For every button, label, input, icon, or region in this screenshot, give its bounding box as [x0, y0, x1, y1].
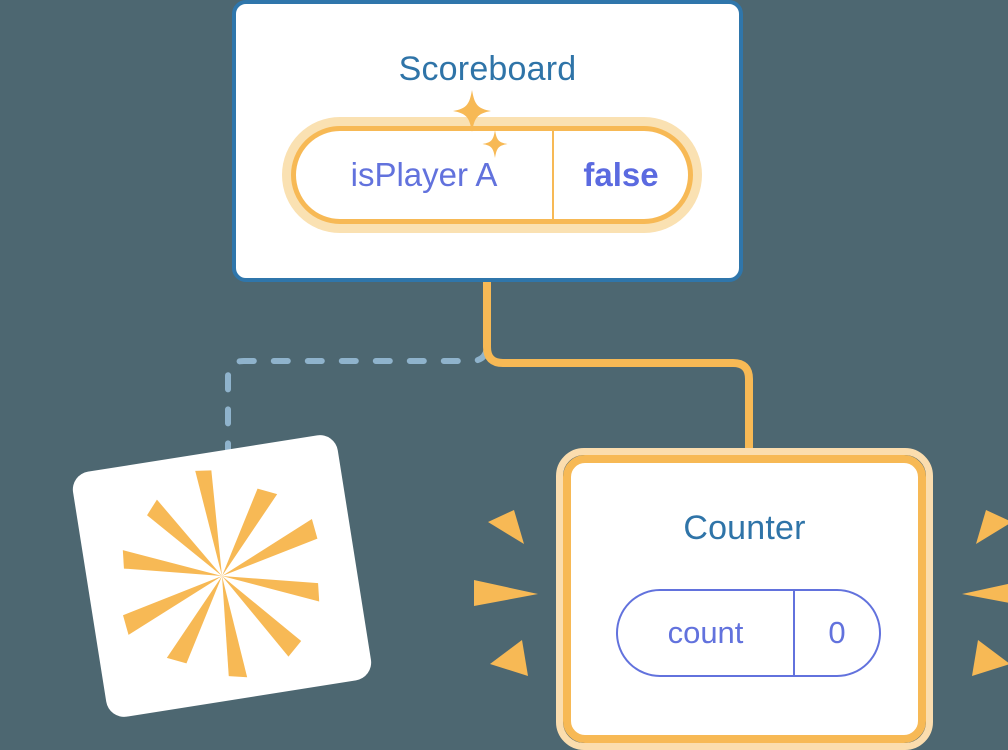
- card-scoreboard[interactable]: Scoreboard isPlayer A false: [232, 0, 743, 282]
- burst-ray: [166, 576, 222, 664]
- burst-ray: [490, 640, 528, 676]
- burst-ray: [147, 499, 222, 576]
- burst-ray: [962, 583, 1008, 603]
- burst-ray: [123, 576, 223, 635]
- burst-ray: [122, 550, 222, 576]
- counter-state-key: count: [667, 615, 744, 650]
- burst-ray: [972, 640, 1008, 676]
- card-burst-effect[interactable]: [70, 432, 374, 720]
- burst-ray: [222, 576, 248, 678]
- scoreboard-state-key: isPlayer A: [350, 156, 498, 193]
- counter-left-rays-group: [474, 510, 538, 676]
- burst-ray: [195, 470, 222, 576]
- scoreboard-title: Scoreboard: [398, 50, 577, 88]
- connector-solid-scoreboard-to-counter: [483, 282, 753, 460]
- pill-body: isPlayer A false: [291, 126, 693, 224]
- burst-ray: [221, 576, 302, 657]
- pill-divider: [793, 591, 795, 675]
- burst-ray: [222, 518, 318, 576]
- counter-right-rays-group: [962, 510, 1008, 676]
- burst-ray: [474, 580, 538, 606]
- burst-ray: [976, 510, 1008, 544]
- burst-ray: [222, 488, 278, 576]
- counter-state-value: 0: [828, 615, 846, 650]
- burst-rays-group: [122, 470, 320, 678]
- pill-divider: [552, 131, 554, 219]
- card-counter[interactable]: Counter count 0: [563, 455, 926, 743]
- counter-title: Counter: [683, 509, 806, 547]
- scoreboard-state-value: false: [583, 156, 659, 193]
- counter-state-pill[interactable]: count 0: [616, 589, 881, 677]
- burst-ray: [222, 576, 320, 602]
- scoreboard-state-pill[interactable]: isPlayer A false: [282, 117, 702, 233]
- burst-ray: [488, 510, 524, 544]
